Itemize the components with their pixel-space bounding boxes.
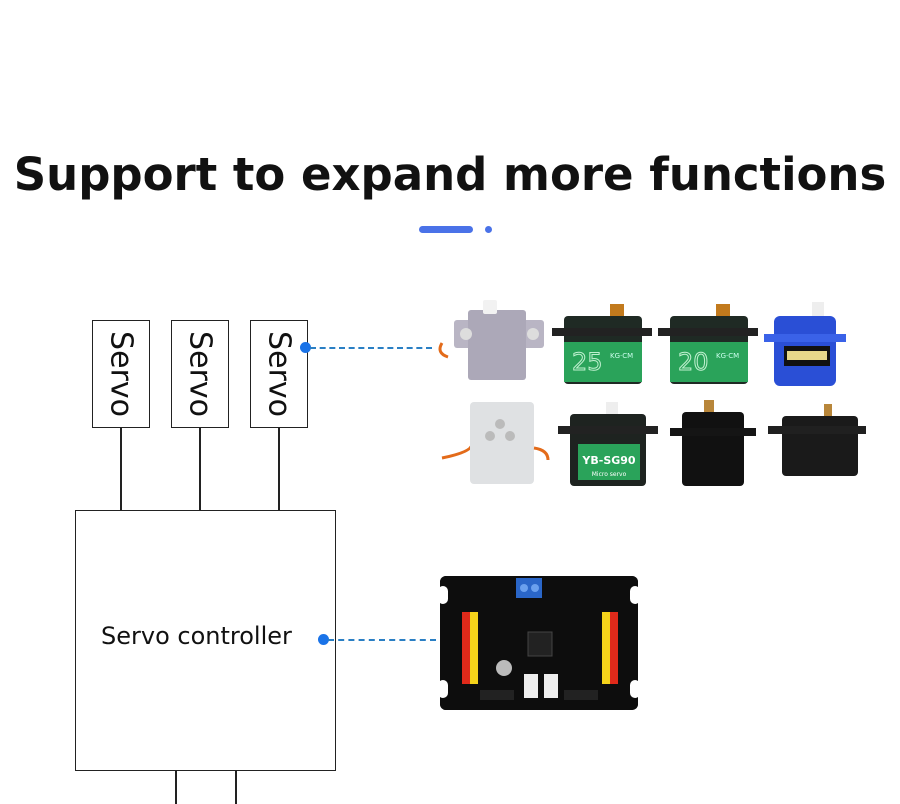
servo-box-1: Servo — [92, 320, 150, 428]
svg-text:25: 25 — [572, 348, 603, 376]
wire-controller-out-2 — [235, 771, 237, 804]
yb-sg90-servo-image: YB-SG90 Micro servo — [558, 402, 658, 486]
servo-controller-board-image — [438, 576, 640, 710]
wire-servo-1 — [120, 428, 122, 511]
svg-text:KG·CM: KG·CM — [716, 352, 739, 360]
servo-label: Servo — [103, 331, 139, 417]
servo-controller-box — [75, 510, 336, 771]
wire-controller-out-1 — [175, 771, 177, 804]
svg-text:YB-SG90: YB-SG90 — [581, 454, 636, 467]
svg-text:KG·CM: KG·CM — [610, 352, 633, 360]
lego-gray-servo-image — [438, 300, 544, 380]
digital-servo-25kg-image: 25 KG·CM — [552, 304, 652, 384]
servo-connector-dot — [300, 342, 311, 353]
wire-servo-2 — [199, 428, 201, 511]
svg-text:Micro servo: Micro servo — [592, 471, 627, 478]
micro-servo-9g-image — [764, 302, 846, 386]
black-servo-large-image — [768, 404, 866, 476]
servo-connector-line — [310, 347, 432, 349]
title-underline-bar — [419, 226, 473, 233]
svg-text:20: 20 — [678, 348, 709, 376]
page-title: Support to expand more functions — [13, 148, 887, 201]
controller-connector-line — [328, 639, 436, 641]
digital-servo-20kg-image: 20 KG·CM — [658, 304, 758, 384]
servo-products-grid: 25 KG·CM 20 KG·CM — [438, 298, 868, 488]
servo-label: Servo — [261, 331, 297, 417]
title-underline-dot — [485, 226, 492, 233]
black-servo-image — [670, 400, 756, 486]
servo-label: Servo — [182, 331, 218, 417]
wire-servo-3 — [278, 428, 280, 511]
servo-box-2: Servo — [171, 320, 229, 428]
servo-controller-label: Servo controller — [101, 622, 292, 650]
servo-box-3: Servo — [250, 320, 308, 428]
lego-white-servo-image — [441, 402, 550, 484]
controller-connector-dot — [318, 634, 329, 645]
